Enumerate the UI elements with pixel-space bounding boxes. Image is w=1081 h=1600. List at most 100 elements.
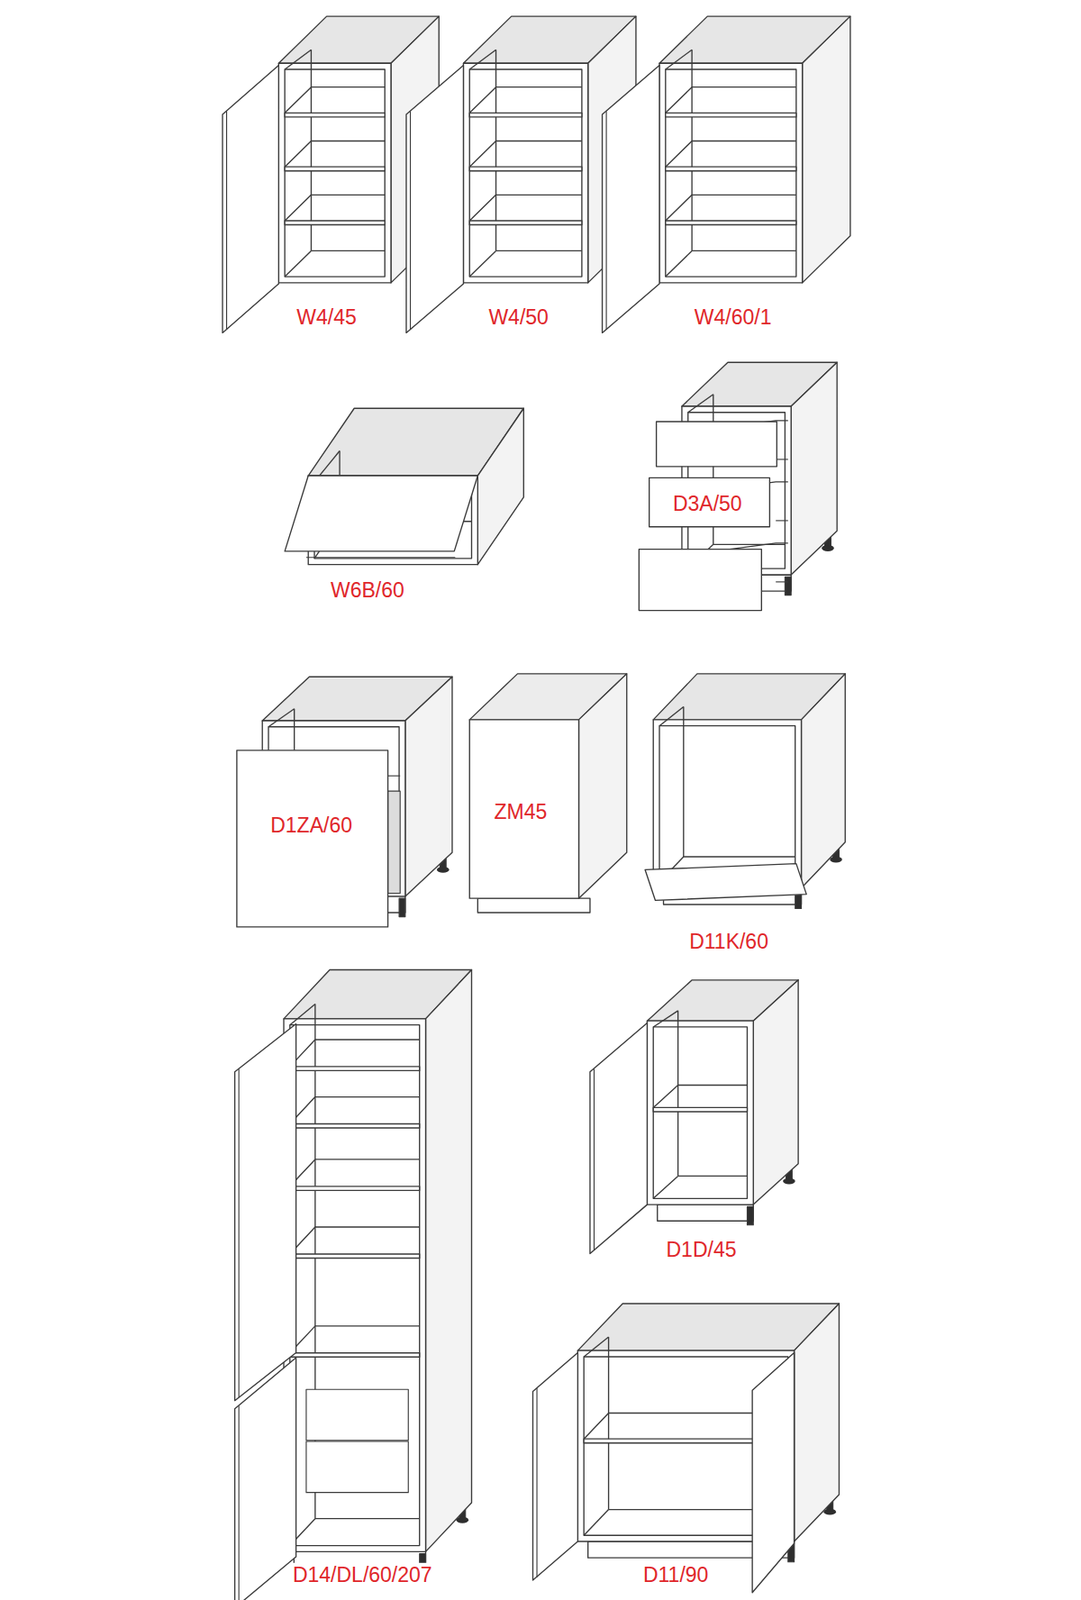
- cabinet-line: [290, 1025, 420, 1546]
- cabinet-foot: [823, 1508, 836, 1516]
- cabinet-line: [794, 1303, 840, 1542]
- cabinet-line: [691, 250, 797, 252]
- cabinet-code: D11/90: [640, 1562, 711, 1587]
- cabinet-line: [238, 1068, 240, 1398]
- cabinet-line: [290, 1004, 316, 1026]
- cabinet-line: [278, 63, 391, 283]
- cabinet-line: [665, 69, 797, 277]
- cabinet-line: [583, 1509, 609, 1536]
- cabinet-line: [775, 519, 789, 521]
- cabinet-line: [775, 458, 789, 460]
- drawing-group: [222, 16, 851, 1600]
- cabinet-line: [306, 556, 455, 558]
- cabinet-line: [665, 250, 692, 277]
- cabinet-line: [306, 1441, 409, 1493]
- cabinet-line: [477, 408, 524, 564]
- cabinet-line: [284, 69, 385, 277]
- cabinet-line: [496, 250, 582, 252]
- cabinet-line: [284, 112, 385, 118]
- cabinet-line: [226, 111, 228, 330]
- cabinet-line: [677, 1010, 679, 1177]
- cabinet-line: [222, 65, 279, 334]
- cabinet-line: [653, 1175, 678, 1199]
- cabinet-line: [606, 111, 608, 330]
- cabinet-line: [649, 477, 771, 527]
- cabinet-line: [235, 1024, 297, 1401]
- cabinet-line: [593, 1068, 595, 1251]
- cabinet-line: [406, 65, 464, 334]
- cabinet-line: [290, 1123, 420, 1128]
- cabinet-line: [801, 673, 846, 889]
- cabinet-line: [284, 220, 385, 226]
- cabinet-code: D1ZA/60: [267, 812, 355, 836]
- cabinet-line: [590, 1022, 647, 1254]
- cabinet-line: [315, 1517, 420, 1519]
- cabinet-line: [284, 166, 385, 172]
- cabinet-line: [469, 87, 582, 114]
- cabinet-line: [659, 706, 684, 726]
- cabinet-code: W6B/60: [327, 578, 408, 602]
- cabinet-line: [284, 140, 385, 167]
- cabinet-line: [659, 726, 796, 882]
- cabinet-line: [682, 706, 684, 857]
- cabinet-line: [238, 1405, 240, 1600]
- cabinet-line: [284, 194, 385, 221]
- cabinet-line: [235, 1357, 297, 1600]
- cabinet-line: [578, 673, 627, 899]
- cabinet-line: [469, 194, 582, 221]
- cabinet-line: [290, 1186, 420, 1191]
- cabinet-code: W4/60/1: [691, 305, 775, 329]
- cabinet-line: [665, 140, 797, 167]
- cabinet-code: D11K/60: [686, 929, 772, 954]
- cabinet-line: [426, 969, 473, 1552]
- cabinet-line: [535, 1388, 537, 1578]
- cabinet-line: [477, 898, 591, 913]
- cabinet-line: [290, 1226, 420, 1254]
- cabinet-line: [409, 111, 411, 330]
- cabinet-line: [653, 719, 801, 889]
- cabinet-line: [469, 166, 582, 172]
- cabinet-line: [577, 1303, 839, 1351]
- cabinet-line: [290, 1097, 420, 1125]
- cabinet-line: [290, 1066, 420, 1072]
- cabinet-line: [469, 250, 496, 277]
- cabinet-line: [290, 1253, 420, 1259]
- cabinet-code: D14/DL/60/207: [290, 1562, 436, 1587]
- cabinet-line: [284, 475, 478, 552]
- cabinet-line: [469, 220, 582, 226]
- cabinet-line: [284, 49, 311, 70]
- cabinet-line: [665, 112, 797, 118]
- cabinet-line: [469, 49, 496, 70]
- cabinet-code: W4/50: [485, 305, 551, 329]
- cabinet-line: [583, 1336, 609, 1357]
- cabinet-line: [683, 855, 796, 857]
- cabinet-code: W4/45: [293, 305, 359, 329]
- cabinet-line: [290, 1039, 420, 1067]
- cabinet-line: [646, 1020, 754, 1205]
- cabinet-code: D3A/50: [670, 490, 745, 515]
- cabinet-line: [602, 65, 660, 334]
- cabinet-line: [388, 775, 401, 777]
- cabinet-line: [753, 980, 799, 1205]
- cabinet-line: [665, 87, 797, 114]
- cabinet-line: [638, 549, 762, 611]
- cabinet-line: [653, 1010, 678, 1027]
- cabinet-line: [784, 576, 791, 595]
- cabinet-line: [644, 863, 807, 901]
- cabinet-line: [290, 1353, 420, 1358]
- cabinet-line: [533, 1352, 579, 1581]
- cabinet-line: [469, 112, 582, 118]
- cabinet-line: [405, 676, 453, 897]
- cabinet-line: [290, 1326, 420, 1354]
- cabinet-foot: [821, 545, 835, 552]
- cabinet-line: [656, 421, 778, 467]
- cabinet-line: [665, 220, 797, 226]
- cabinet-line: [678, 1175, 748, 1177]
- cabinet-foot: [829, 856, 843, 863]
- cabinet-line: [399, 898, 406, 917]
- cabinet-line: [284, 87, 385, 114]
- cabinet-line: [665, 49, 692, 70]
- cabinet-line: [469, 69, 582, 277]
- cabinet-line: [775, 581, 789, 582]
